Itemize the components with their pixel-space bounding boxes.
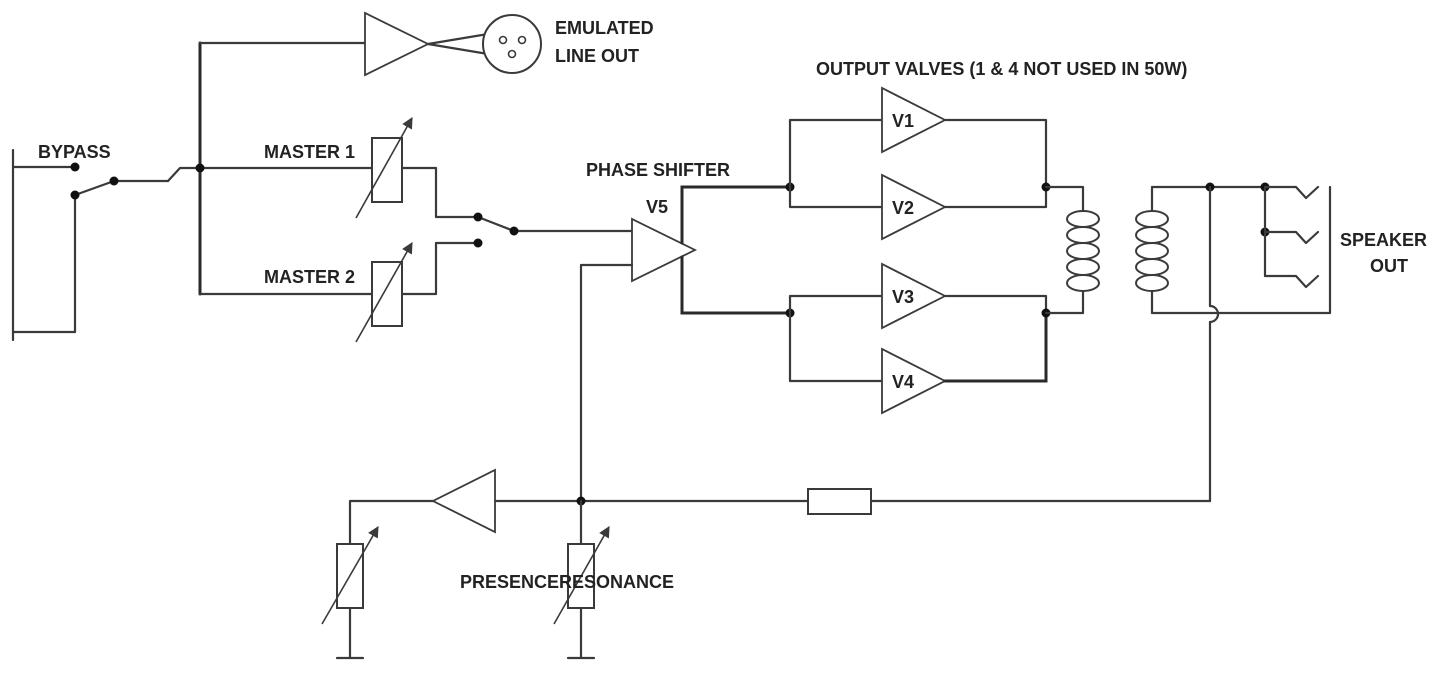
bypass-label: BYPASS <box>38 142 111 162</box>
feedback-resistor <box>807 488 872 515</box>
bypass-common <box>109 176 119 186</box>
bypass-contact-top <box>70 162 80 172</box>
master-2-label: MASTER 2 <box>264 267 355 287</box>
valve-v3 <box>881 262 947 330</box>
master-select-wiring <box>400 166 634 296</box>
phase-shifter-label: PHASE SHIFTER <box>586 160 730 180</box>
master-select-common <box>509 226 519 236</box>
bypass-contact-bottom <box>70 190 80 200</box>
speaker-output-wiring: SPEAKER OUT <box>1150 182 1427 503</box>
presence-label: PRESENCE <box>460 572 559 592</box>
resonance-label: RESONANCE <box>559 572 674 592</box>
master-1-pot: MASTER 1 <box>264 117 413 219</box>
v1-label: V1 <box>892 111 914 131</box>
feedback-loop <box>348 468 1212 546</box>
v2-label: V2 <box>892 198 914 218</box>
bypass-wiring <box>11 148 202 342</box>
resonance-pot <box>553 499 610 660</box>
bus-junction <box>195 163 205 173</box>
v3-label: V3 <box>892 287 914 307</box>
phase-splitter-outputs <box>680 118 884 383</box>
master-2-pot: MASTER 2 <box>264 242 413 343</box>
emulated-line-out: EMULATED LINE OUT <box>364 11 654 77</box>
line-out-buffer-amp <box>364 11 431 77</box>
master-1-label: MASTER 1 <box>264 142 355 162</box>
valve-output-wiring <box>943 118 1085 383</box>
valve-v4 <box>881 347 947 415</box>
master-select-contact-1 <box>473 212 483 222</box>
out-label: OUT <box>1370 256 1408 276</box>
phase-shifter-v5: PHASE SHIFTER V5 <box>579 160 730 502</box>
emulated-label: EMULATED <box>555 18 654 38</box>
valve-v2 <box>881 173 947 241</box>
master-select-contact-2 <box>473 238 483 248</box>
presence-buffer-amp <box>430 468 496 534</box>
output-valves: OUTPUT VALVES (1 & 4 NOT USED IN 50W) V1… <box>816 59 1187 415</box>
bypass-switch <box>70 162 119 200</box>
line-out-label: LINE OUT <box>555 46 639 66</box>
presence-pot <box>321 526 379 660</box>
valve-v1 <box>881 86 947 154</box>
master-bus <box>195 41 374 296</box>
speaker-label: SPEAKER <box>1340 230 1427 250</box>
xlr-connector-icon <box>482 14 542 74</box>
v5-label: V5 <box>646 197 668 217</box>
output-valves-label: OUTPUT VALVES (1 & 4 NOT USED IN 50W) <box>816 59 1187 79</box>
v4-label: V4 <box>892 372 914 392</box>
output-transformer-icon <box>1066 210 1169 292</box>
